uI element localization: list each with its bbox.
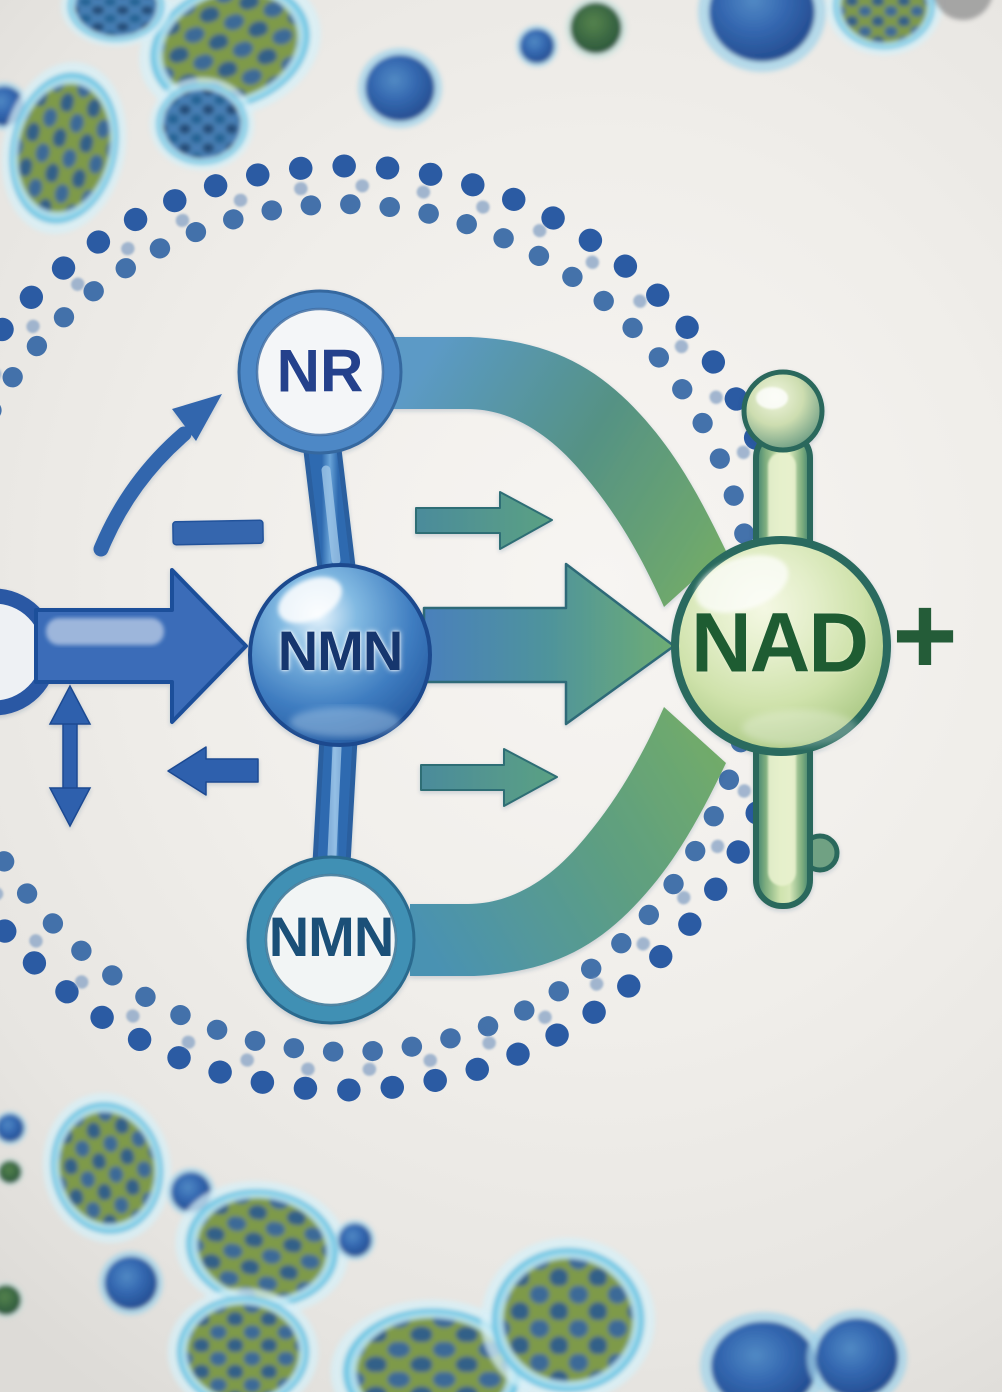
- equilibrium-dash: [172, 519, 264, 546]
- cell-blob: [516, 25, 558, 67]
- green-blob: [0, 1158, 24, 1186]
- green-blob: [0, 1282, 24, 1318]
- vertical-rod-connector: [303, 427, 358, 891]
- green-cell: [31, 1083, 183, 1254]
- nad-top-sphere: [741, 369, 825, 453]
- band-nmn-bottom-to-nad: [410, 707, 726, 976]
- nmn-bottom-node: [246, 855, 416, 1025]
- nad-molecule: [671, 369, 891, 909]
- input-arrow: [34, 568, 248, 724]
- green-cell: [824, 0, 944, 58]
- nmn-bottom-label: NMN: [268, 904, 395, 968]
- green-blob: [565, 0, 627, 59]
- cell-blob: [335, 1220, 375, 1260]
- efflux-left-arrow: [167, 746, 259, 796]
- blue-cell: [148, 75, 256, 173]
- nr-node: [237, 289, 403, 455]
- cell-blob: [698, 0, 826, 72]
- green-cell: [0, 50, 142, 246]
- small-arrow-lower: [420, 748, 558, 807]
- nad-main-sphere: [671, 536, 891, 756]
- double-vertical-arrow: [48, 684, 92, 828]
- green-cell: [481, 1238, 655, 1392]
- main-conversion-arrow: [422, 562, 676, 726]
- band-nr-to-nad: [392, 337, 726, 607]
- nmn-center-label: NMN: [277, 618, 404, 682]
- nmn-center-node: [248, 563, 432, 747]
- pathway: [0, 289, 891, 1025]
- nad-label: NAD: [691, 595, 869, 690]
- small-arrow-upper: [415, 491, 553, 550]
- uptake-curved-arrow: [93, 394, 222, 557]
- nad-plus-sign: +: [892, 572, 958, 698]
- nr-label: NR: [276, 337, 364, 405]
- cell-blob: [807, 1310, 907, 1392]
- cell-blob: [0, 1111, 27, 1145]
- cell-blob: [358, 48, 442, 128]
- gray-circle: [934, 0, 992, 20]
- cell-blob: [99, 1251, 163, 1315]
